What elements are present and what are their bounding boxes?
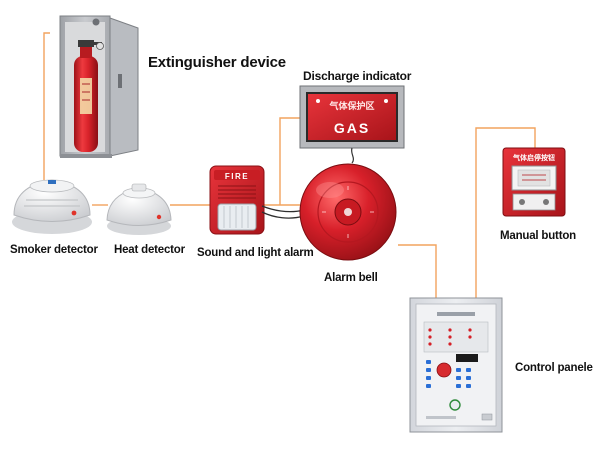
label-heat-detector: Heat detector [114, 244, 185, 256]
label-smoke-detector: Smoker detector [10, 244, 98, 256]
fire-sign-text: FIRE [225, 172, 249, 181]
manual-button: 气体启停按钮 [502, 147, 566, 217]
label-discharge-indicator: Discharge indicator [303, 69, 412, 83]
label-manual-button: Manual button [500, 230, 576, 242]
heat-detector [106, 183, 172, 235]
label-extinguisher-device: Extinguisher device [148, 54, 286, 71]
sound-light-alarm: FIRE [209, 165, 265, 235]
alarm-bell [261, 163, 397, 261]
manual-sign-cn: 气体启停按钮 [512, 153, 555, 162]
label-control-panel: Control panele [515, 362, 593, 374]
extinguisher-device [59, 15, 139, 158]
label-alarm-bell: Alarm bell [324, 272, 378, 284]
label-sound-light-alarm: Sound and light alarm [197, 247, 314, 259]
smoke-detector [12, 179, 92, 234]
discharge-indicator: 气体保护区 GAS [299, 85, 405, 164]
gas-sign-text: GAS [334, 120, 370, 136]
wire-manual [475, 127, 536, 300]
wire-extinguisher [43, 32, 50, 180]
discharge-sign-cn: 气体保护区 [328, 100, 374, 112]
wire-discharge [279, 117, 302, 205]
control-panel [409, 297, 503, 433]
wires [43, 32, 536, 300]
wire-bell-panel [398, 244, 437, 300]
